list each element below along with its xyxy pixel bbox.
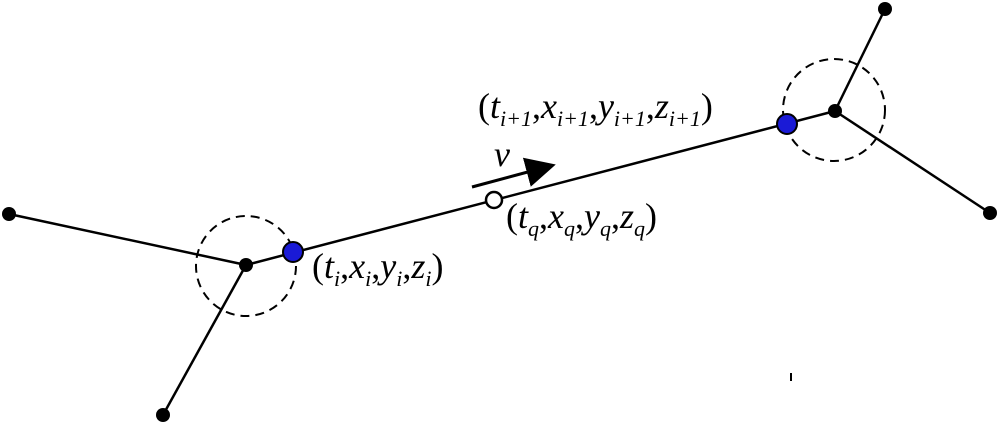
edge-left-upper	[8, 212, 247, 267]
query-point-label: (tq,xq,yq,zq)	[506, 196, 657, 241]
node-far-left	[2, 207, 16, 221]
edge-main-segment	[245, 109, 836, 267]
left-node-neighborhood	[195, 215, 297, 317]
velocity-arrow	[471, 157, 556, 189]
velocity-label: v	[494, 134, 510, 174]
query-point	[484, 190, 504, 210]
end-point-label: (ti+1,xi+1,yi+1,zi+1)	[478, 86, 713, 131]
edge-right-upper	[833, 8, 887, 112]
start-endpoint	[282, 241, 304, 263]
node-far-right	[983, 206, 997, 220]
node-right-junction	[828, 104, 842, 118]
start-point-label: (ti,xi,yi,zi)	[312, 246, 444, 291]
right-node-neighborhood	[782, 58, 886, 162]
end-endpoint	[776, 113, 798, 135]
node-top-right	[878, 2, 892, 16]
edge-left-lower	[161, 264, 248, 416]
node-left-junction	[239, 258, 253, 272]
edge-right-lower	[834, 109, 991, 215]
node-bottom	[156, 408, 170, 422]
